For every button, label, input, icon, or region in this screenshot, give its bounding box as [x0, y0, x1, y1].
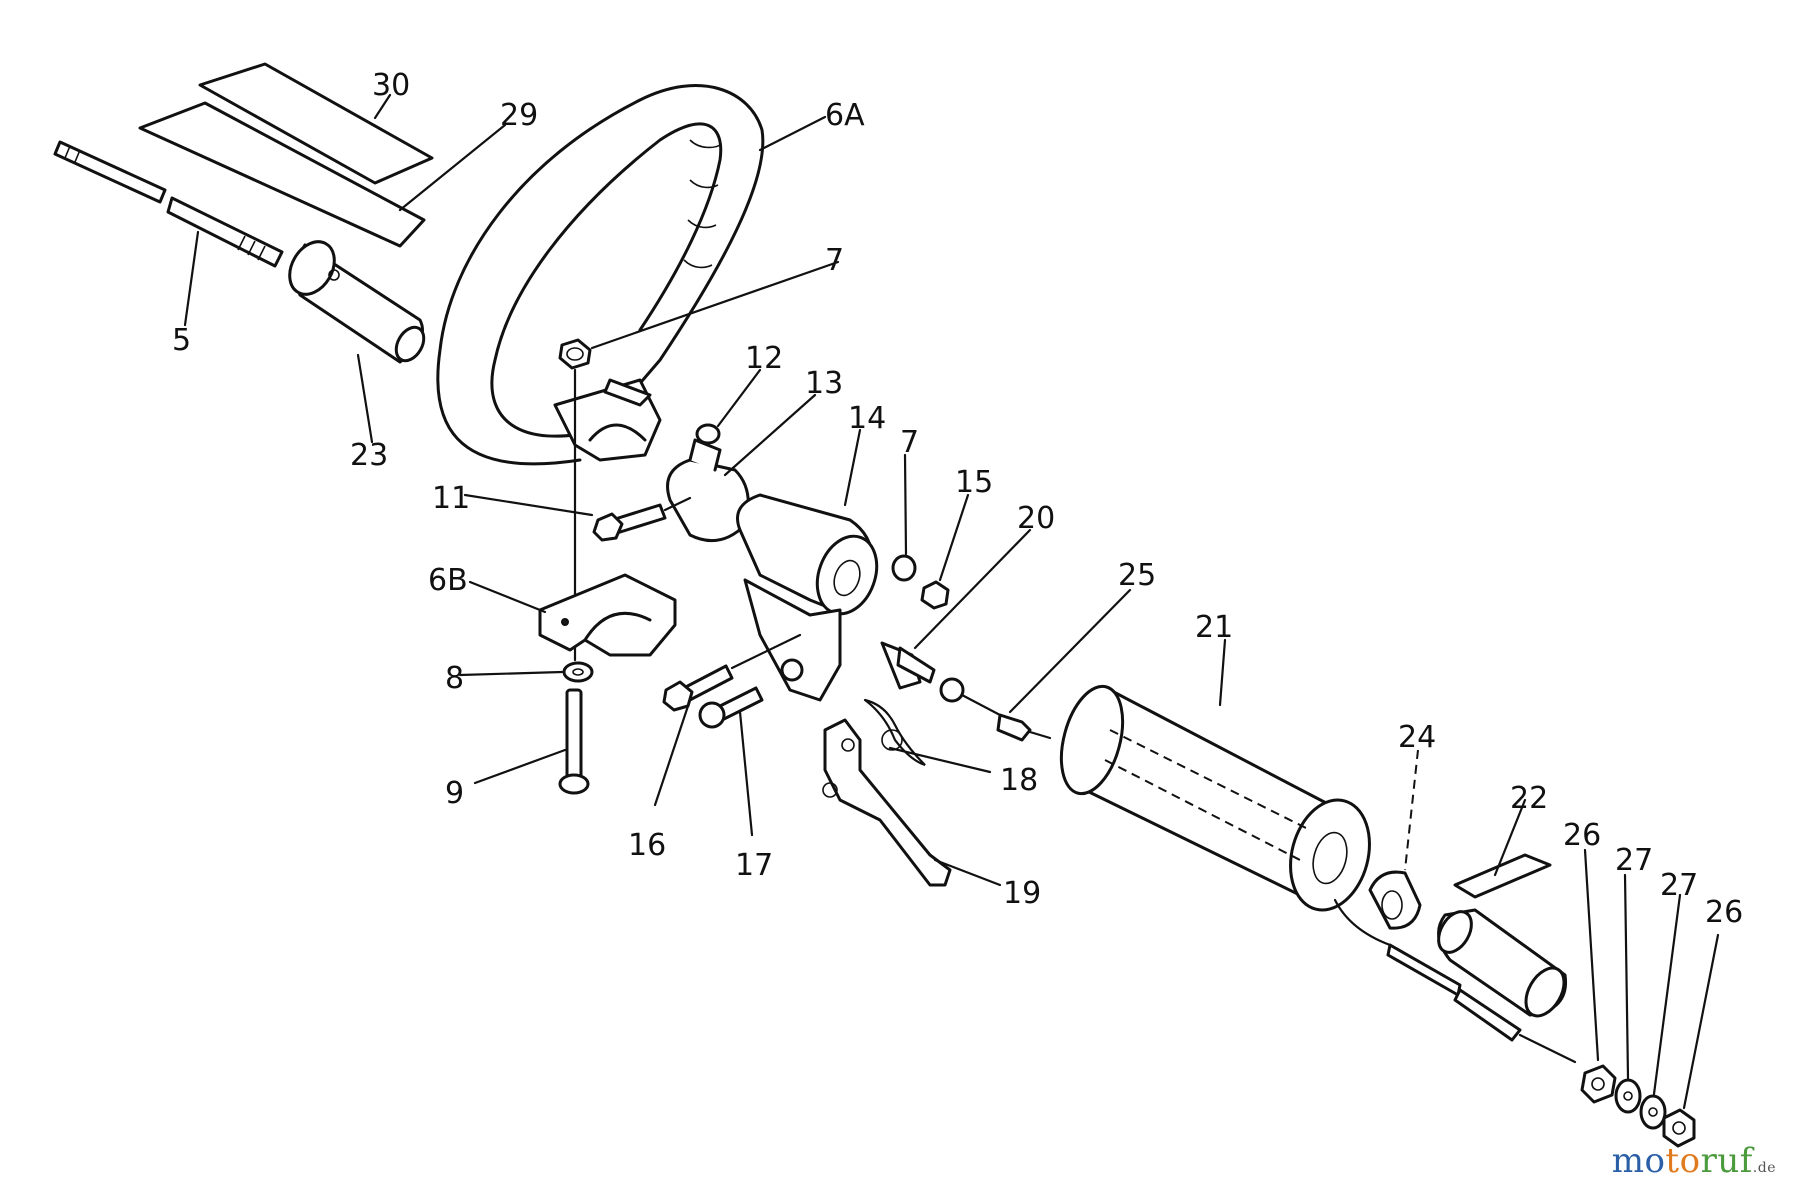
- watermark-part1: mo: [1611, 1141, 1666, 1181]
- callout-8: 8: [445, 661, 464, 696]
- callout-18: 18: [1000, 763, 1038, 798]
- callout-22: 22: [1510, 781, 1548, 816]
- washer-27-a: [1614, 1078, 1642, 1114]
- bolt-16: [662, 664, 734, 712]
- decal-30: [198, 62, 434, 185]
- callout-16: 16: [628, 828, 666, 863]
- callout-11: 11: [432, 481, 470, 516]
- callout-7-mid: 7: [900, 425, 919, 460]
- pin-20: [880, 641, 936, 690]
- clamp-upper: [553, 378, 662, 462]
- nut-15: [920, 580, 950, 610]
- callout-9: 9: [445, 776, 464, 811]
- washer-8: [562, 661, 594, 683]
- nut-7-top: [558, 338, 592, 370]
- cable-end-25: [939, 677, 1052, 742]
- watermark-part3: ruf: [1700, 1141, 1753, 1181]
- callout-5: 5: [172, 323, 191, 358]
- loop-handle-6A: [436, 84, 765, 466]
- callout-19: 19: [1003, 876, 1041, 911]
- nut-12: [695, 423, 721, 445]
- callout-30: 30: [372, 68, 410, 103]
- throttle-lever-19: [822, 718, 952, 887]
- decal-29: [138, 101, 426, 248]
- callout-17: 17: [735, 848, 773, 883]
- callout-6B: 6B: [428, 563, 468, 598]
- bolt-9: [558, 688, 590, 795]
- grip-21: [1059, 684, 1371, 912]
- leader-lines: [183, 93, 1720, 1110]
- nut-26-a: [1580, 1064, 1617, 1104]
- callout-7-top: 7: [825, 243, 844, 278]
- callout-13: 13: [805, 366, 843, 401]
- clamp-band-13: [666, 438, 750, 543]
- callout-26-a: 26: [1563, 818, 1601, 853]
- watermark-tld: .de: [1752, 1160, 1776, 1176]
- callout-15: 15: [955, 465, 993, 500]
- callout-12: 12: [745, 341, 783, 376]
- spring-18: [863, 698, 926, 767]
- callout-27-b: 27: [1660, 868, 1698, 903]
- callout-25: 25: [1118, 558, 1156, 593]
- washer-27-b: [1639, 1094, 1667, 1130]
- callout-26-b: 26: [1705, 895, 1743, 930]
- watermark-part2: to: [1665, 1141, 1701, 1181]
- assembly-line-11: [663, 496, 692, 512]
- tube-22: [1437, 908, 1568, 1018]
- bolt-11: [592, 503, 667, 542]
- drive-shaft-5: [53, 140, 284, 268]
- callout-14: 14: [848, 401, 886, 436]
- nut-7-mid: [891, 554, 917, 582]
- callout-24: 24: [1398, 720, 1436, 755]
- callout-27-a: 27: [1615, 843, 1653, 878]
- callout-6A: 6A: [825, 98, 865, 133]
- bushing-24: [1368, 870, 1422, 930]
- bolt-17: [698, 686, 764, 729]
- callout-29: 29: [500, 98, 538, 133]
- throttle-cable: [1333, 898, 1577, 1064]
- decal-22: [1453, 853, 1552, 899]
- nut-26-b: [1662, 1108, 1696, 1148]
- throttle-housing-14: [736, 493, 879, 702]
- assembly-line-16: [730, 633, 802, 670]
- watermark-logo: motoruf.de: [1612, 1141, 1776, 1181]
- callout-21: 21: [1195, 610, 1233, 645]
- callout-23: 23: [350, 438, 388, 473]
- tube-23: [288, 240, 426, 364]
- callout-20: 20: [1017, 501, 1055, 536]
- clamp-6B: [538, 573, 677, 657]
